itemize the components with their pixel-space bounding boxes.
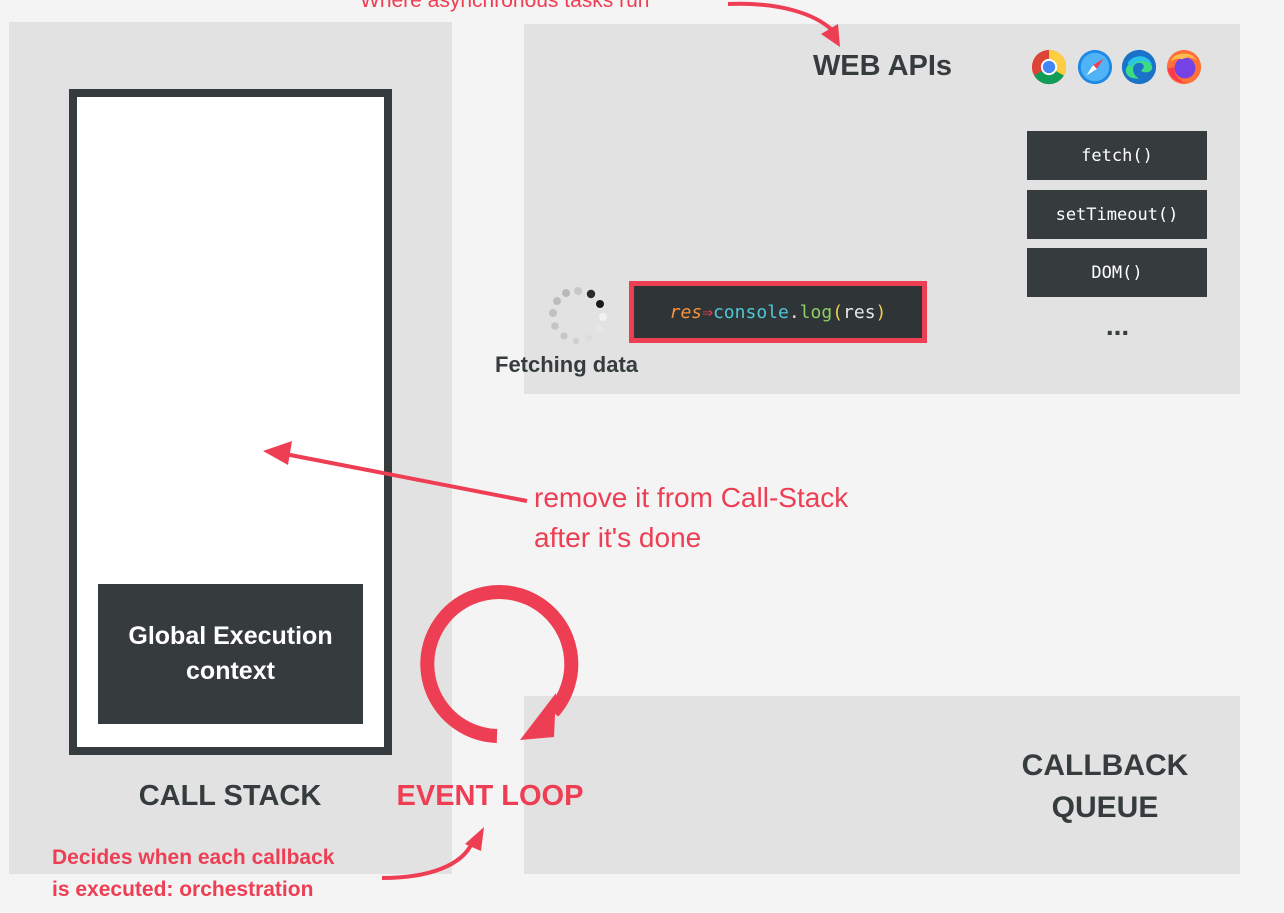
code-arg: res <box>843 301 876 323</box>
settimeout-api: setTimeout() <box>1027 190 1207 239</box>
top-note-arrow <box>727 1 834 32</box>
event-loop-note-line-2: is executed: orchestration <box>52 878 314 901</box>
event-loop-label: EVENT LOOP <box>396 780 584 812</box>
code-dot: . <box>788 301 800 323</box>
call-stack-label: CALL STACK <box>138 780 322 812</box>
firefox-icon <box>1166 49 1202 85</box>
event-loop-arrowhead <box>520 693 556 740</box>
code-object: console <box>712 301 789 323</box>
event-loop-note-line-1: Decides when each callback <box>52 846 335 869</box>
remove-arrow <box>284 452 528 503</box>
remove-arrowhead <box>263 441 292 465</box>
code-param: res <box>669 301 703 323</box>
global-execution-context: Global Execution context <box>98 584 363 724</box>
loading-spinner-icon <box>549 287 607 345</box>
event-loop-circle-icon <box>420 585 579 743</box>
event-loop-note-arrow <box>381 842 474 880</box>
remove-from-stack-note: remove it from Call-Stack after it's don… <box>534 482 849 553</box>
chrome-icon <box>1031 49 1067 85</box>
fetch-api: fetch() <box>1027 131 1207 180</box>
dom-api: DOM() <box>1027 248 1207 297</box>
web-apis-note: Where asynchronous tasks run <box>360 0 650 12</box>
event-loop-note: Decides when each callback is executed: … <box>52 842 334 906</box>
callback-queue-label: CALLBACK QUEUE <box>1021 749 1189 824</box>
web-apis-label: WEB APIs <box>812 50 953 82</box>
more-apis-ellipsis: ... <box>1105 310 1130 341</box>
fetching-data-label: Fetching data <box>495 352 639 377</box>
callback-queue-panel <box>524 696 1240 874</box>
edge-icon <box>1121 49 1157 85</box>
code-method: log <box>799 301 833 323</box>
top-note-arrowhead <box>821 24 840 47</box>
event-loop-note-arrowhead <box>465 827 484 851</box>
callback-function-code: res ⇒ console.log(res) <box>629 281 927 343</box>
code-arrow: ⇒ <box>702 301 713 323</box>
code-open-paren: ( <box>832 301 844 323</box>
code-close-paren: ) <box>875 301 887 323</box>
safari-icon <box>1077 49 1113 85</box>
